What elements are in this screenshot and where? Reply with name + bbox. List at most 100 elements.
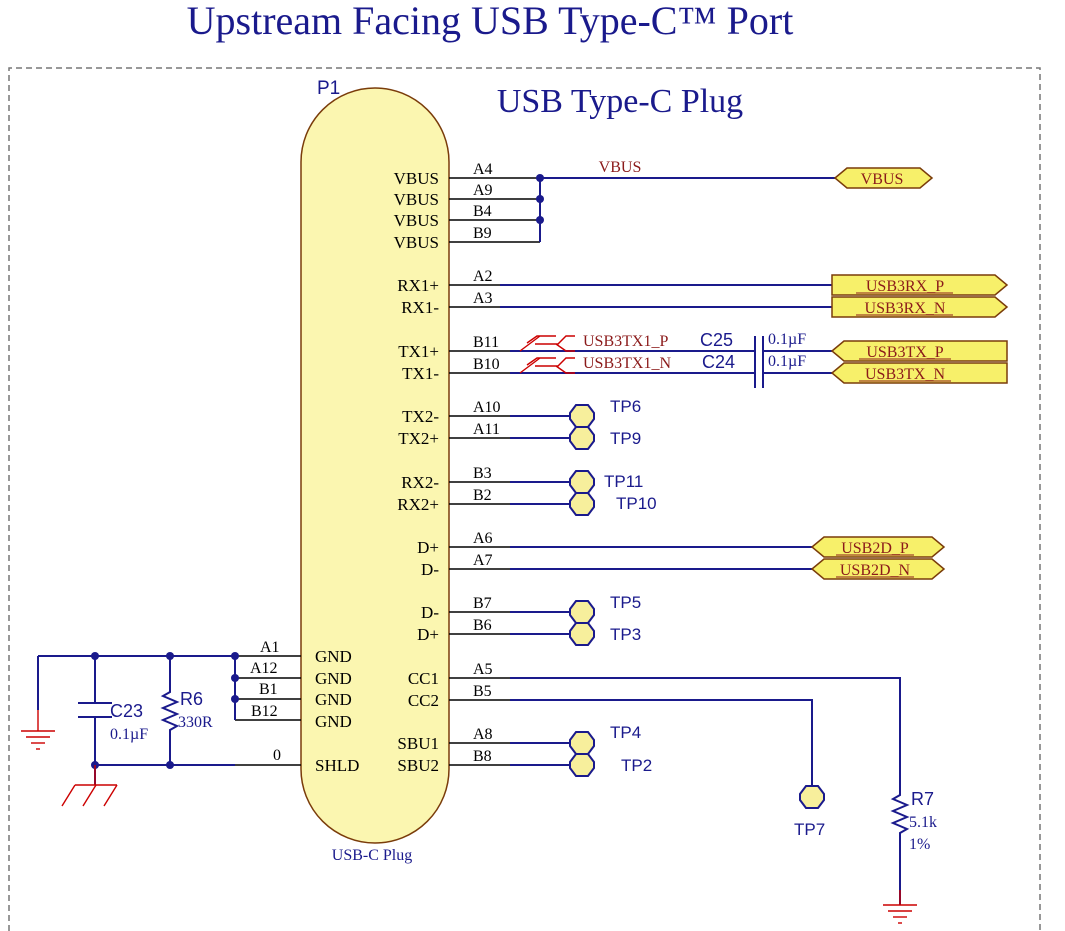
connector-designator: P1 [317, 78, 340, 99]
net-usb3rx[interactable] [500, 284, 832, 308]
pin-number: B2 [473, 487, 492, 504]
pin-name: RX2- [401, 473, 439, 492]
testpoint-tp7[interactable]: TP7 [794, 785, 825, 839]
component-value: 5.1k [909, 814, 937, 831]
pin-number: A10 [473, 399, 501, 416]
component-ref: R6 [180, 689, 203, 709]
testpoint-label: TP4 [610, 723, 641, 742]
net-cc[interactable] [510, 677, 901, 905]
diff-pair-marker-icon [519, 335, 575, 374]
pin-name: VBUS [394, 190, 439, 209]
pin-number: 0 [273, 747, 281, 764]
net-usb2d[interactable] [510, 546, 812, 570]
pin-name: D+ [417, 625, 439, 644]
port-usb3tx-p[interactable]: USB3TX_P [830, 340, 1008, 362]
pin-name: CC1 [408, 669, 439, 688]
net-vbus[interactable]: VBUS [536, 159, 835, 242]
pin-name: TX1+ [398, 342, 439, 361]
port-usb2d-p[interactable]: USB2D_P [810, 536, 946, 558]
testpoint-label: TP7 [794, 820, 825, 839]
port-label: USB2D_P [841, 540, 909, 557]
pin-number: B11 [473, 334, 499, 351]
capacitor-c25[interactable]: C25 0.1µF [700, 330, 806, 366]
testpoint-tp5[interactable]: TP5 [569, 593, 641, 624]
right-pin-group: VBUS VBUS VBUS VBUS RX1+ RX1- TX1+ TX1- … [394, 161, 540, 775]
testpoint-tp9[interactable]: TP9 [569, 426, 641, 450]
pin-name: TX2- [402, 407, 439, 426]
pin-name: D- [421, 560, 439, 579]
resistor-r7[interactable]: R7 5.1k 1% [890, 789, 937, 853]
component-ref: R7 [911, 789, 934, 809]
pin-number: B9 [473, 225, 492, 242]
pin-number: A9 [473, 182, 493, 199]
net-label-vbus: VBUS [599, 159, 642, 176]
port-label: USB3RX_N [865, 300, 946, 317]
pin-name: GND [315, 712, 352, 731]
pin-number: A4 [473, 161, 493, 178]
pin-name: RX2+ [397, 495, 439, 514]
pin-number: B12 [251, 703, 278, 720]
pin-name: VBUS [394, 169, 439, 188]
left-pin-group: GND GND GND GND SHLD A1 A12 B1 B12 0 [235, 639, 359, 775]
net-usb3tx[interactable]: USB3TX1_P USB3TX1_N [510, 333, 832, 374]
testpoint-label: TP6 [610, 397, 641, 416]
pin-name: GND [315, 690, 352, 709]
component-ref: C23 [110, 701, 143, 721]
pin-name: SBU1 [397, 734, 439, 753]
port-usb2d-n[interactable]: USB2D_N [810, 558, 946, 580]
connector-footer: USB-C Plug [332, 847, 412, 864]
pin-name: GND [315, 669, 352, 688]
pin-name: D- [421, 603, 439, 622]
port-usb3rx-p[interactable]: USB3RX_P [831, 274, 1009, 296]
component-ref: C25 [700, 330, 733, 350]
pin-name: SHLD [315, 756, 359, 775]
pin-number: A3 [473, 290, 493, 307]
port-label: USB3RX_P [866, 278, 944, 295]
net-label-usb3tx1-p: USB3TX1_P [583, 333, 668, 350]
component-tolerance: 1% [909, 836, 930, 853]
connector-p1[interactable]: P1 USB Type-C Plug USB-C Plug [300, 78, 743, 864]
component-value: 0.1µF [110, 726, 148, 743]
connector-heading: USB Type-C Plug [497, 83, 743, 120]
pin-name: VBUS [394, 211, 439, 230]
sheet-title: Upstream Facing USB Type-C™ Port [187, 0, 794, 43]
connector-body [300, 87, 450, 844]
testpoint-tp6[interactable]: TP6 [569, 397, 641, 428]
pin-name: D+ [417, 538, 439, 557]
testpoint-label: TP10 [616, 494, 657, 513]
pin-number: A11 [473, 421, 500, 438]
pin-number: B10 [473, 356, 500, 373]
resistor-r6[interactable]: R6 330R [160, 688, 213, 734]
pin-name: GND [315, 647, 352, 666]
component-value: 330R [178, 714, 213, 731]
testpoint-label: TP5 [610, 593, 641, 612]
port-label: USB2D_N [840, 562, 911, 579]
testpoint-tp10[interactable]: TP10 [569, 492, 657, 516]
ground-symbol-icon [883, 890, 917, 924]
testpoint-label: TP2 [621, 756, 652, 775]
port-vbus[interactable]: VBUS [833, 167, 934, 189]
pin-name: TX2+ [398, 429, 439, 448]
testpoint-tp4[interactable]: TP4 [569, 723, 641, 755]
testpoint-wires [510, 415, 571, 766]
testpoint-tp3[interactable]: TP3 [569, 622, 641, 646]
pin-number: A2 [473, 268, 493, 285]
pin-number: A5 [473, 661, 493, 678]
testpoint-tp11[interactable]: TP11 [569, 470, 643, 494]
chassis-ground-icon [61, 765, 118, 807]
capacitor-c24[interactable]: C24 0.1µF [702, 352, 806, 388]
pin-name: RX1- [401, 298, 439, 317]
pin-number: B5 [473, 683, 492, 700]
testpoint-tp2[interactable]: TP2 [569, 753, 652, 777]
sheet-border [8, 67, 1041, 931]
port-usb3rx-n[interactable]: USB3RX_N [831, 296, 1009, 318]
pin-name: SBU2 [397, 756, 439, 775]
pin-name: VBUS [394, 233, 439, 252]
pin-number: B1 [259, 681, 278, 698]
port-usb3tx-n[interactable]: USB3TX_N [830, 362, 1008, 384]
pin-name: CC2 [408, 691, 439, 710]
pin-number: A12 [250, 660, 278, 677]
pin-name: RX1+ [397, 276, 439, 295]
capacitor-c23[interactable]: C23 0.1µF [78, 701, 148, 743]
